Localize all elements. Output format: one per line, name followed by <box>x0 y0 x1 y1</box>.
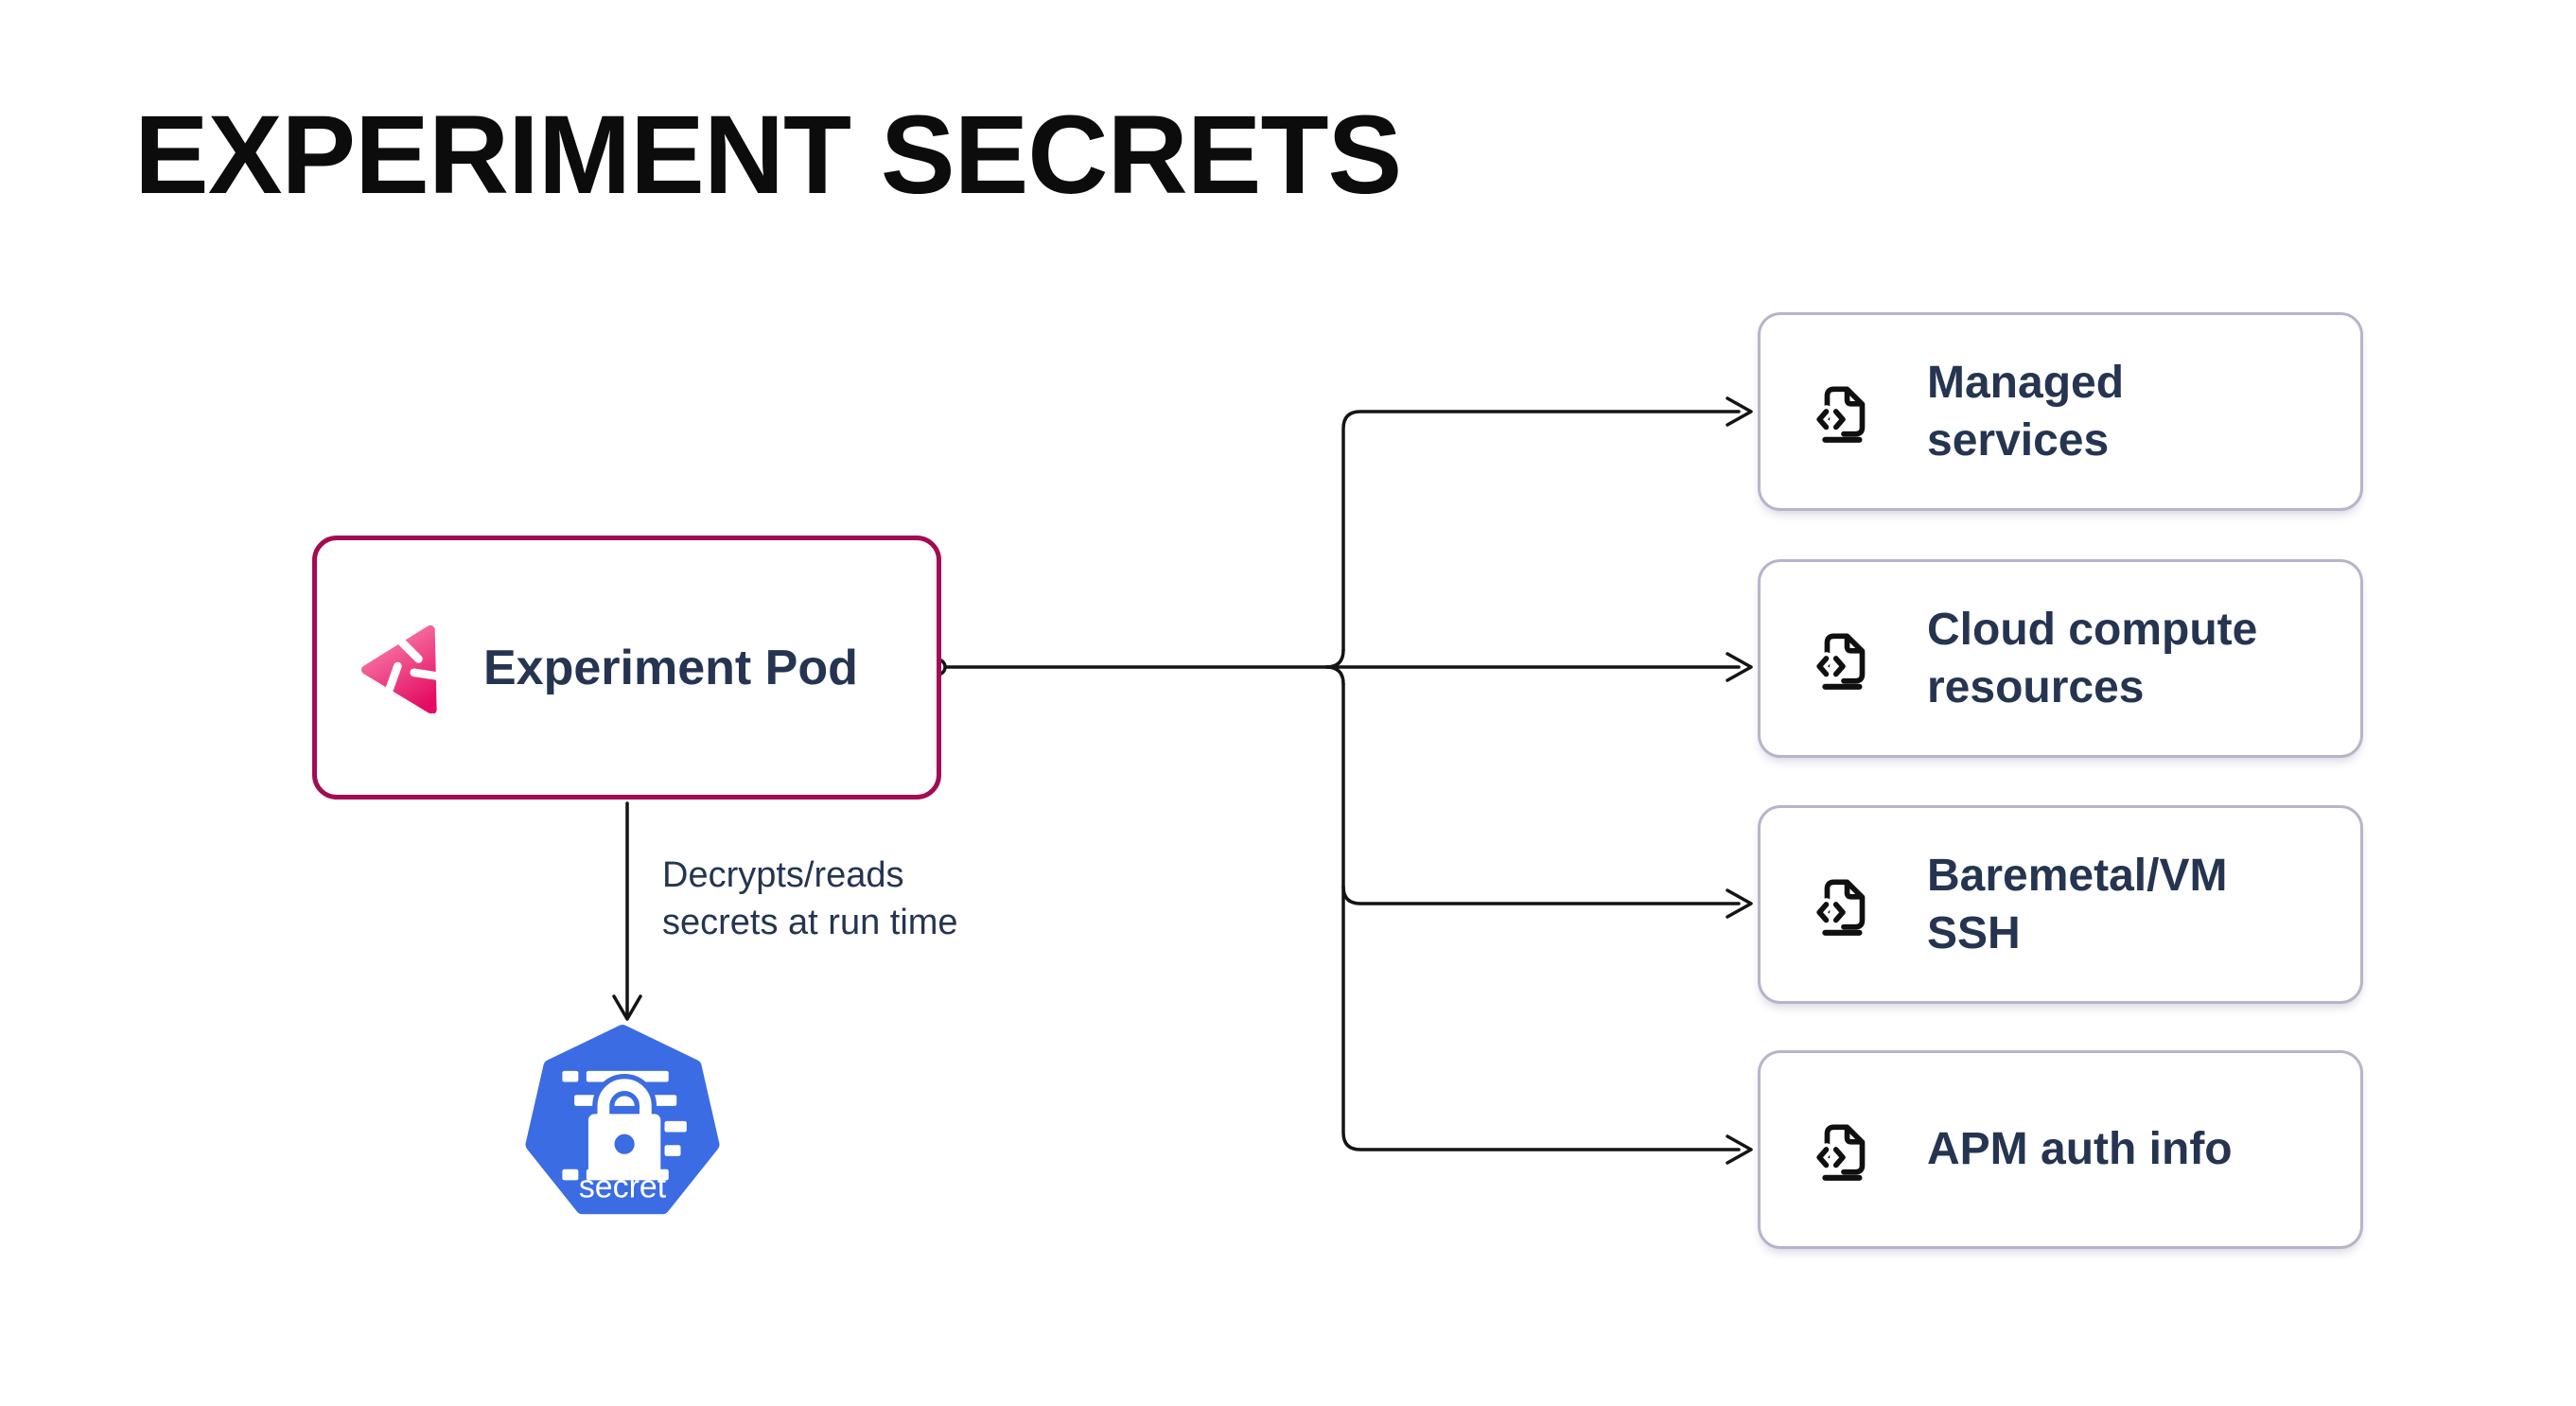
arrowhead-secret <box>612 994 642 1021</box>
file-code-icon <box>1813 879 1866 936</box>
experiment-pod-icon <box>360 624 442 713</box>
file-code-icon <box>1813 633 1866 690</box>
target-node-apm-auth-info: APM auth info <box>1758 1050 2363 1249</box>
target-node-cloud-compute: Cloud compute resources <box>1758 559 2363 758</box>
experiment-pod-node: Experiment Pod <box>312 536 941 800</box>
target-label: APM auth info <box>1927 1124 2233 1175</box>
page-title: EXPERIMENT SECRETS <box>134 93 1402 218</box>
arrowhead-apm <box>1726 1134 1753 1165</box>
target-label: Baremetal/VM SSH <box>1927 850 2228 958</box>
edge-pod-to-managed-services <box>1341 410 1741 652</box>
edge-pod-to-apm <box>1341 885 1741 1151</box>
file-code-icon <box>1813 1124 1866 1181</box>
edge-annotation: Decrypts/reads secrets at run time <box>662 852 958 946</box>
edge-pod-to-baremetal <box>1341 682 1741 905</box>
edge-junction-down-curve <box>1324 665 1345 686</box>
file-code-icon <box>1813 386 1866 443</box>
secret-node-label: secret <box>579 1169 667 1204</box>
lock-icon <box>562 1070 687 1181</box>
target-node-managed-services: Managed services <box>1758 312 2363 511</box>
arrowhead-managed-services <box>1726 396 1753 427</box>
experiment-pod-label: Experiment Pod <box>483 640 858 695</box>
arrowhead-cloud-compute <box>1726 652 1753 682</box>
target-label: Managed services <box>1927 357 2125 466</box>
target-label: Cloud compute resources <box>1927 604 2258 712</box>
edge-annotation-line1: Decrypts/reads <box>662 855 904 895</box>
target-node-baremetal-vm-ssh: Baremetal/VM SSH <box>1758 805 2363 1004</box>
edge-junction-up-curve <box>1324 648 1345 669</box>
arrowhead-baremetal <box>1726 888 1753 919</box>
edge-annotation-line2: secrets at run time <box>662 903 958 943</box>
kubernetes-secret-node: secret <box>525 1025 720 1215</box>
